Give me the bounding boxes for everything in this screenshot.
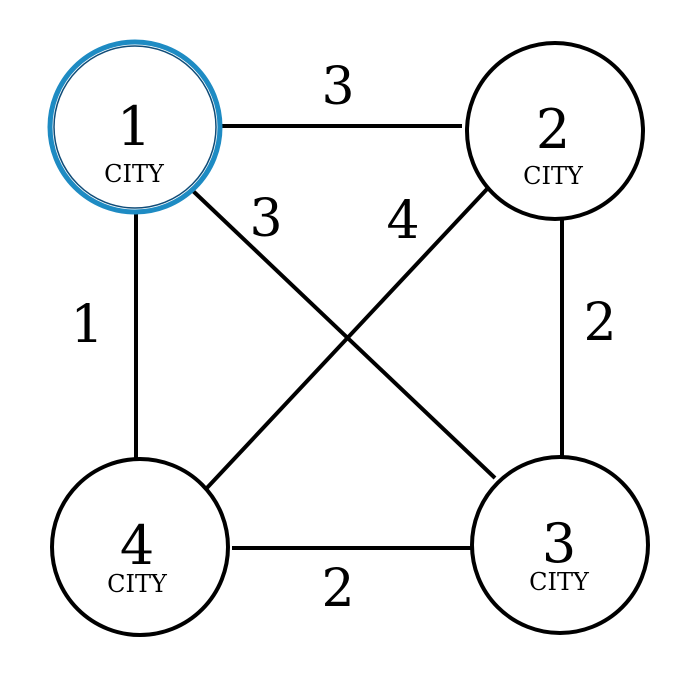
edge-weight-1-3: 3: [249, 189, 282, 249]
city-node-2: 2 CITY: [465, 41, 645, 221]
city-node-1-number: 1: [117, 95, 151, 158]
edge-weight-2-3: 2: [583, 293, 616, 353]
edge-weight-2-4: 4: [386, 191, 419, 251]
city-node-3-label: CITY: [529, 568, 590, 596]
city-node-2-number: 2: [536, 98, 570, 161]
city-node-3: 3 CITY: [470, 455, 650, 635]
nodes-layer: 1 CITY 2 CITY 3 CITY 4 CITY: [47, 39, 650, 637]
city-node-2-circle: [465, 41, 645, 221]
city-node-2-label: CITY: [523, 162, 584, 190]
edge-weight-4-3: 2: [321, 559, 354, 619]
edge-weight-1-4: 1: [70, 295, 103, 355]
city-node-1-circle: [47, 39, 223, 215]
city-node-4-circle: [50, 457, 230, 637]
city-node-3-circle: [470, 455, 650, 635]
city-node-4-label: CITY: [107, 570, 168, 598]
edge-2-4: [203, 186, 490, 492]
city-node-4: 4 CITY: [50, 457, 230, 637]
city-node-4-number: 4: [120, 514, 154, 577]
edge-weights-layer: 3 3 4 1 2 2: [70, 57, 616, 619]
edges-layer: [134, 124, 564, 550]
city-node-3-number: 3: [542, 512, 576, 575]
edge-1-3: [190, 188, 497, 480]
edge-weight-1-2: 3: [321, 57, 354, 117]
city-node-1-label: CITY: [104, 160, 165, 188]
city-node-1-inner-ring: [53, 45, 217, 209]
city-node-1: 1 CITY: [47, 39, 223, 215]
